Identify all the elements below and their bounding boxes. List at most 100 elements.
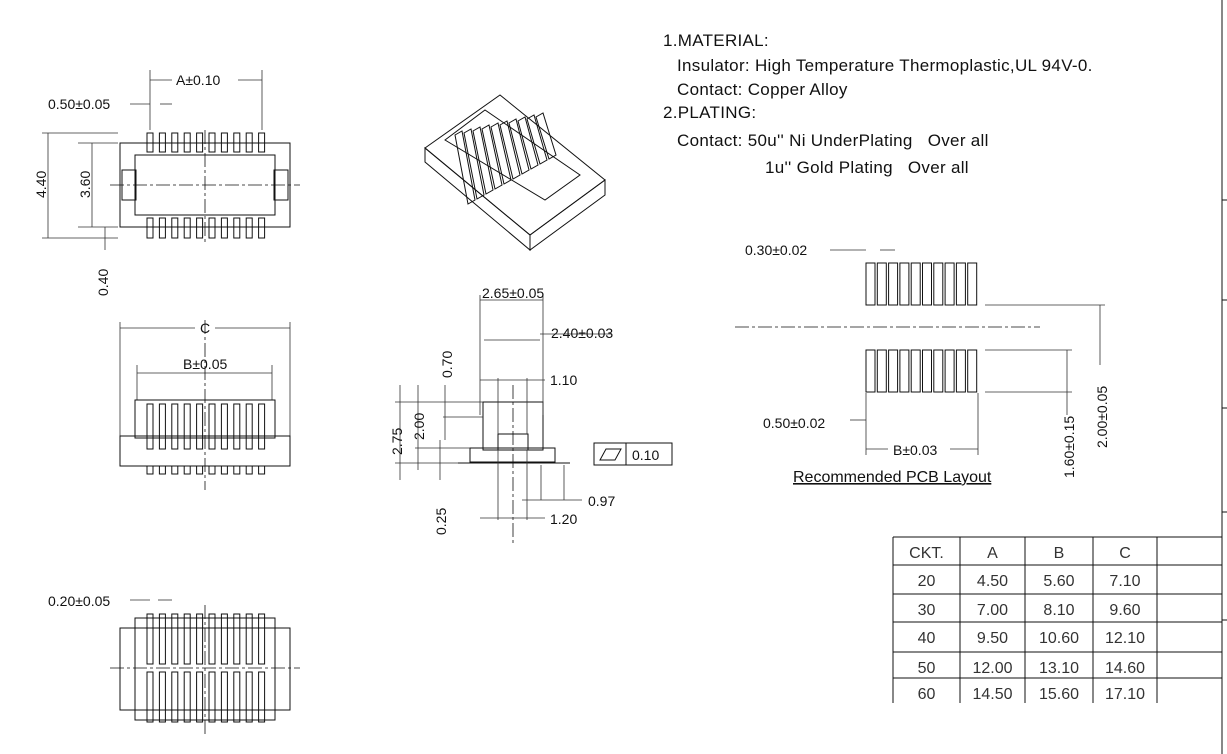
contact-pin (233, 671, 241, 723)
contact-fin (481, 124, 503, 190)
table-cell: 5.60 (1043, 573, 1074, 590)
pcb-pad (899, 349, 910, 393)
contact-pin (171, 613, 179, 665)
flatness-icon (599, 448, 622, 461)
frame-ticks (1222, 199, 1227, 621)
pcb-pad (967, 262, 978, 306)
pcb-pad (910, 262, 921, 306)
table-cell: 4.50 (977, 573, 1008, 590)
contact-tail (245, 465, 253, 475)
contact-tail (220, 465, 228, 475)
contact-fin (463, 128, 485, 200)
contact-pin (146, 671, 154, 723)
pcb-pad (876, 349, 887, 393)
table-cell: 7.10 (1109, 573, 1140, 590)
dim-275: 2.75 (389, 428, 405, 455)
pcb-pad (876, 262, 887, 306)
dim-b-pcb: B±0.03 (893, 442, 937, 458)
pcb-pad (910, 349, 921, 393)
pcb-pad (888, 349, 899, 393)
pcb-pad (865, 262, 876, 306)
contact-pin (245, 132, 253, 153)
contact-pin (220, 132, 228, 153)
contact-pin (196, 403, 204, 450)
flatness-value: 0.10 (632, 447, 659, 463)
table-cell: 15.60 (1039, 686, 1079, 703)
contact-pin (258, 132, 266, 153)
contact-tail (258, 465, 266, 475)
contact-pin (158, 613, 166, 665)
dim-110: 1.10 (550, 372, 577, 388)
table-header-cell: CKT. (909, 545, 944, 562)
contact-fin (508, 118, 530, 175)
contact-pin (183, 217, 191, 239)
contact-plating-note: Contact: 50u'' Ni UnderPlating Over all (677, 131, 989, 150)
contact-tail (158, 465, 166, 475)
contact-pin (245, 671, 253, 723)
pcb-pad (955, 262, 966, 306)
contact-pin (146, 403, 154, 450)
notes: 1.MATERIAL: Insulator: High Temperature … (663, 31, 1093, 177)
contact-fin (490, 122, 512, 185)
contact-pin (171, 403, 179, 450)
table-cell: 13.10 (1039, 660, 1079, 677)
flatness-tolerance-frame: 0.10 (593, 442, 673, 466)
contact-pin (258, 217, 266, 239)
contact-pin (196, 132, 204, 153)
contact-tail (208, 465, 216, 475)
contact-tail (183, 465, 191, 475)
table-cell: 12.00 (972, 660, 1012, 677)
contact-pin (233, 613, 241, 665)
dim-pad-width: 0.30±0.02 (745, 242, 807, 258)
contact-pin (258, 613, 266, 665)
pcb-pad (899, 262, 910, 306)
pcb-layout: 0.30±0.02 0.50±0.02 B±0.03 1.60±0.15 2.0… (735, 242, 1110, 486)
table-cell: 60 (918, 686, 936, 703)
contact-pin (158, 671, 166, 723)
contact-pin (183, 671, 191, 723)
dim-row-gap: 2.00±0.05 (1094, 386, 1110, 448)
dim-pin-width: 0.20±0.05 (48, 593, 110, 609)
contact-pin (171, 217, 179, 239)
contact-pin (183, 403, 191, 450)
contact-pin (233, 403, 241, 450)
dim-200: 2.00 (411, 413, 427, 440)
table-cell: 9.50 (977, 630, 1008, 647)
contact-pin (196, 613, 204, 665)
dim-070: 0.70 (439, 351, 455, 378)
contact-pin (171, 671, 179, 723)
pcb-pad (865, 349, 876, 393)
front-view: C B±0.05 (119, 320, 291, 490)
dim-overall-height: 4.40 (33, 171, 49, 198)
dim-offset: 0.40 (95, 269, 111, 296)
dim-inner-height: 3.60 (77, 171, 93, 198)
contact-pin (220, 671, 228, 723)
insulator-note: Insulator: High Temperature Thermoplasti… (677, 56, 1093, 75)
table-cell: 7.00 (977, 602, 1008, 619)
contact-fin (454, 130, 476, 205)
dim-a: A±0.10 (176, 72, 220, 88)
table-cell: 30 (918, 602, 936, 619)
dim-inner-width: 2.40±0.03 (551, 325, 613, 341)
table-cell: 8.10 (1043, 602, 1074, 619)
contact-pin (220, 613, 228, 665)
contact-fin (472, 126, 494, 195)
contact-pin (183, 132, 191, 153)
contact-fin (526, 114, 548, 165)
dim-pitch: 0.50±0.05 (48, 96, 110, 112)
bottom-view: 0.20±0.05 (48, 593, 300, 735)
dim-120: 1.20 (550, 511, 577, 527)
table-cell: 50 (918, 660, 936, 677)
contact-tail (171, 465, 179, 475)
dim-outer-width: 2.65±0.05 (482, 285, 544, 301)
contact-pin (220, 217, 228, 239)
pcb-pad (944, 262, 955, 306)
pcb-pad (933, 262, 944, 306)
dim-pad-length: 1.60±0.15 (1061, 416, 1077, 478)
table-header-cell: B (1054, 545, 1065, 562)
table-cell: 9.60 (1109, 602, 1140, 619)
material-heading: 1.MATERIAL: (663, 31, 769, 50)
pcb-pad (922, 262, 932, 306)
dim-b: B±0.05 (183, 356, 227, 372)
contact-fin (535, 112, 557, 160)
